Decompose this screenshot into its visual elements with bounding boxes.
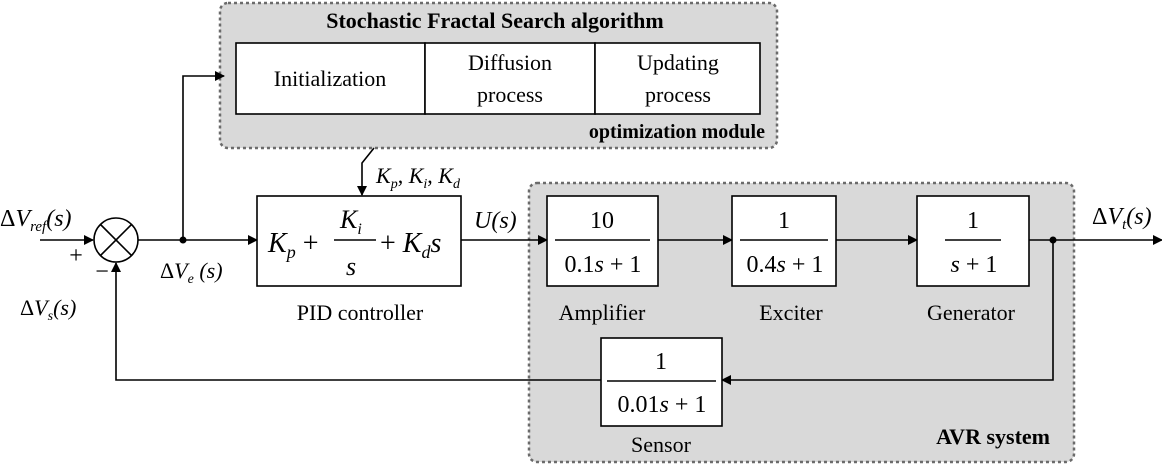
- sensor-signal-label: ΔVs(s): [20, 295, 76, 324]
- gains-arrow: [357, 147, 375, 196]
- initialization-label: Initialization: [274, 66, 386, 91]
- minus-sign: −: [95, 259, 109, 285]
- pid-controller: Kp + Ki s + Kds: [256, 195, 462, 287]
- terminal-signal-label: ΔVt(s): [1092, 204, 1152, 233]
- diffusion-label-line1: Diffusion: [468, 50, 552, 75]
- optimization-module-label: optimization module: [589, 121, 765, 143]
- generator-caption: Generator: [927, 300, 1016, 325]
- pid-ki-term: Ki: [339, 205, 362, 238]
- feedback-to-sensor-arrow: [721, 240, 1054, 385]
- initialization-box: [235, 42, 426, 115]
- updating-label-line1: Updating: [637, 50, 719, 75]
- pid-kd-term: + Kds: [380, 228, 441, 262]
- updating-box: [594, 42, 761, 115]
- ref-subscript: ref: [30, 219, 48, 235]
- delta-symbol: Δ: [0, 206, 15, 232]
- optimization-title: Stochastic Fractal Search algorithm: [326, 8, 663, 33]
- avr-system-label: AVR system: [936, 424, 1050, 449]
- updating-label-line2: process: [645, 82, 711, 107]
- exciter-caption: Exciter: [759, 300, 823, 325]
- generator-denominator: s + 1: [951, 252, 998, 278]
- error-signal-label: ΔVe (s): [160, 258, 223, 287]
- amplifier-numerator: 10: [590, 208, 614, 234]
- exciter-denominator: 0.4s + 1: [747, 252, 824, 278]
- gains-label: Kp, Ki, Kd: [375, 163, 461, 192]
- error-to-optimizer-arrow: [182, 71, 225, 240]
- plus-sign: +: [69, 243, 83, 269]
- pid-caption: PID controller: [297, 300, 424, 325]
- amplifier-denominator: 0.1s + 1: [565, 252, 642, 278]
- pid-s-term: s: [346, 252, 356, 281]
- sensor-denominator: 0.01s + 1: [618, 392, 707, 418]
- optimization-module: Stochastic Fractal Search algorithm opti…: [218, 1, 779, 150]
- diffusion-box: [424, 42, 596, 115]
- generator-block: 1 s + 1: [916, 195, 1030, 287]
- diffusion-label-line2: process: [477, 82, 543, 107]
- summing-junction: [93, 217, 139, 263]
- sensor-block: 1 0.01s + 1: [600, 337, 723, 427]
- sensor-caption: Sensor: [631, 432, 692, 457]
- pid-box: [256, 195, 462, 287]
- control-signal-label: U(s): [474, 208, 517, 234]
- exciter-numerator: 1: [778, 208, 790, 234]
- sensor-numerator: 1: [655, 349, 667, 375]
- generator-numerator: 1: [967, 208, 979, 234]
- signal-wires: [40, 71, 1162, 385]
- error-junction-dot: [179, 236, 187, 244]
- exciter-block: 1 0.4s + 1: [731, 195, 837, 287]
- amplifier-caption: Amplifier: [559, 300, 646, 325]
- amplifier-block: 10 0.1s + 1: [546, 195, 659, 287]
- reference-signal-label: ΔVref(s): [0, 206, 72, 235]
- sensor-to-junction-arrow: [111, 262, 601, 381]
